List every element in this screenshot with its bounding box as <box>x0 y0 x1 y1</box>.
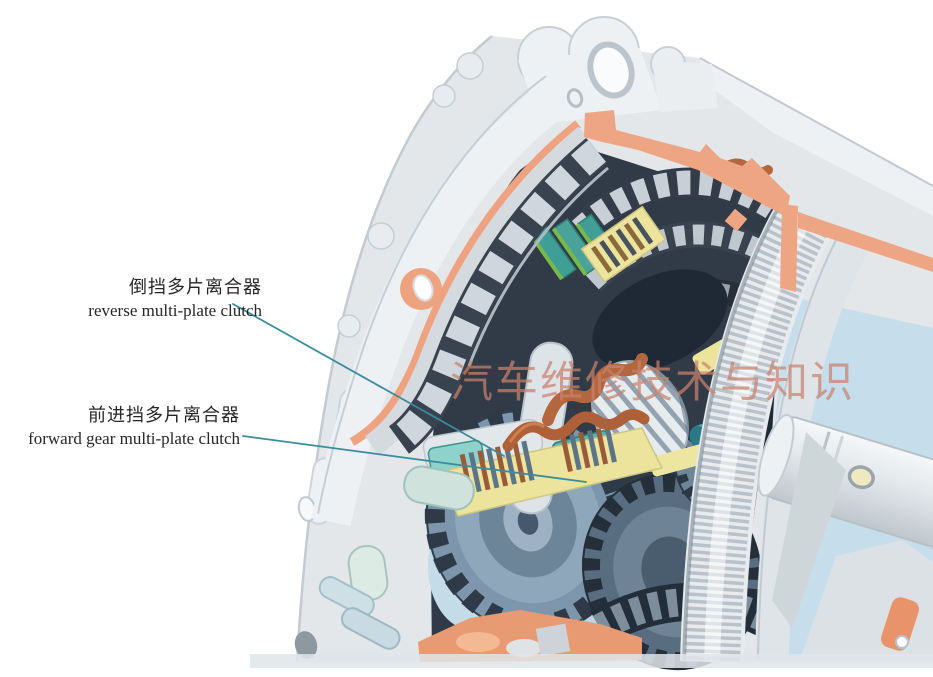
shaft-pin <box>403 465 475 511</box>
lower-right-parts <box>772 432 933 660</box>
shaft-oil-hole <box>847 465 875 490</box>
label-forward-clutch-en: forward gear multi-plate clutch <box>28 429 240 448</box>
leader-line-reverse-clutch <box>232 303 505 457</box>
ground-shadow <box>250 654 933 668</box>
bell-housing-flange <box>311 75 609 526</box>
leader-lines <box>232 303 587 483</box>
label-reverse-clutch-zh: 倒挡多片离合器 <box>129 277 262 297</box>
label-forward-clutch: 前进挡多片离合器 forward gear multi-plate clutch <box>8 404 240 450</box>
copper-oil-channel <box>502 409 650 452</box>
boss-small-hole <box>566 88 584 108</box>
flange-cut-surface <box>349 120 581 446</box>
label-reverse-clutch-en: reverse multi-plate clutch <box>88 301 262 320</box>
dowel-pins <box>318 544 401 650</box>
bottom-cut-surface <box>418 610 642 662</box>
reverse-clutch-pack <box>580 205 667 283</box>
section-cut-bands <box>584 110 933 292</box>
label-forward-clutch-zh: 前进挡多片离合器 <box>88 405 240 425</box>
forward-clutch-pack <box>459 440 535 494</box>
label-reverse-clutch: 倒挡多片离合器 reverse multi-plate clutch <box>38 276 262 322</box>
boss-bolt-hole <box>587 41 635 99</box>
forward-clutch-assembly <box>403 353 725 517</box>
leader-line-forward-clutch <box>242 435 587 483</box>
